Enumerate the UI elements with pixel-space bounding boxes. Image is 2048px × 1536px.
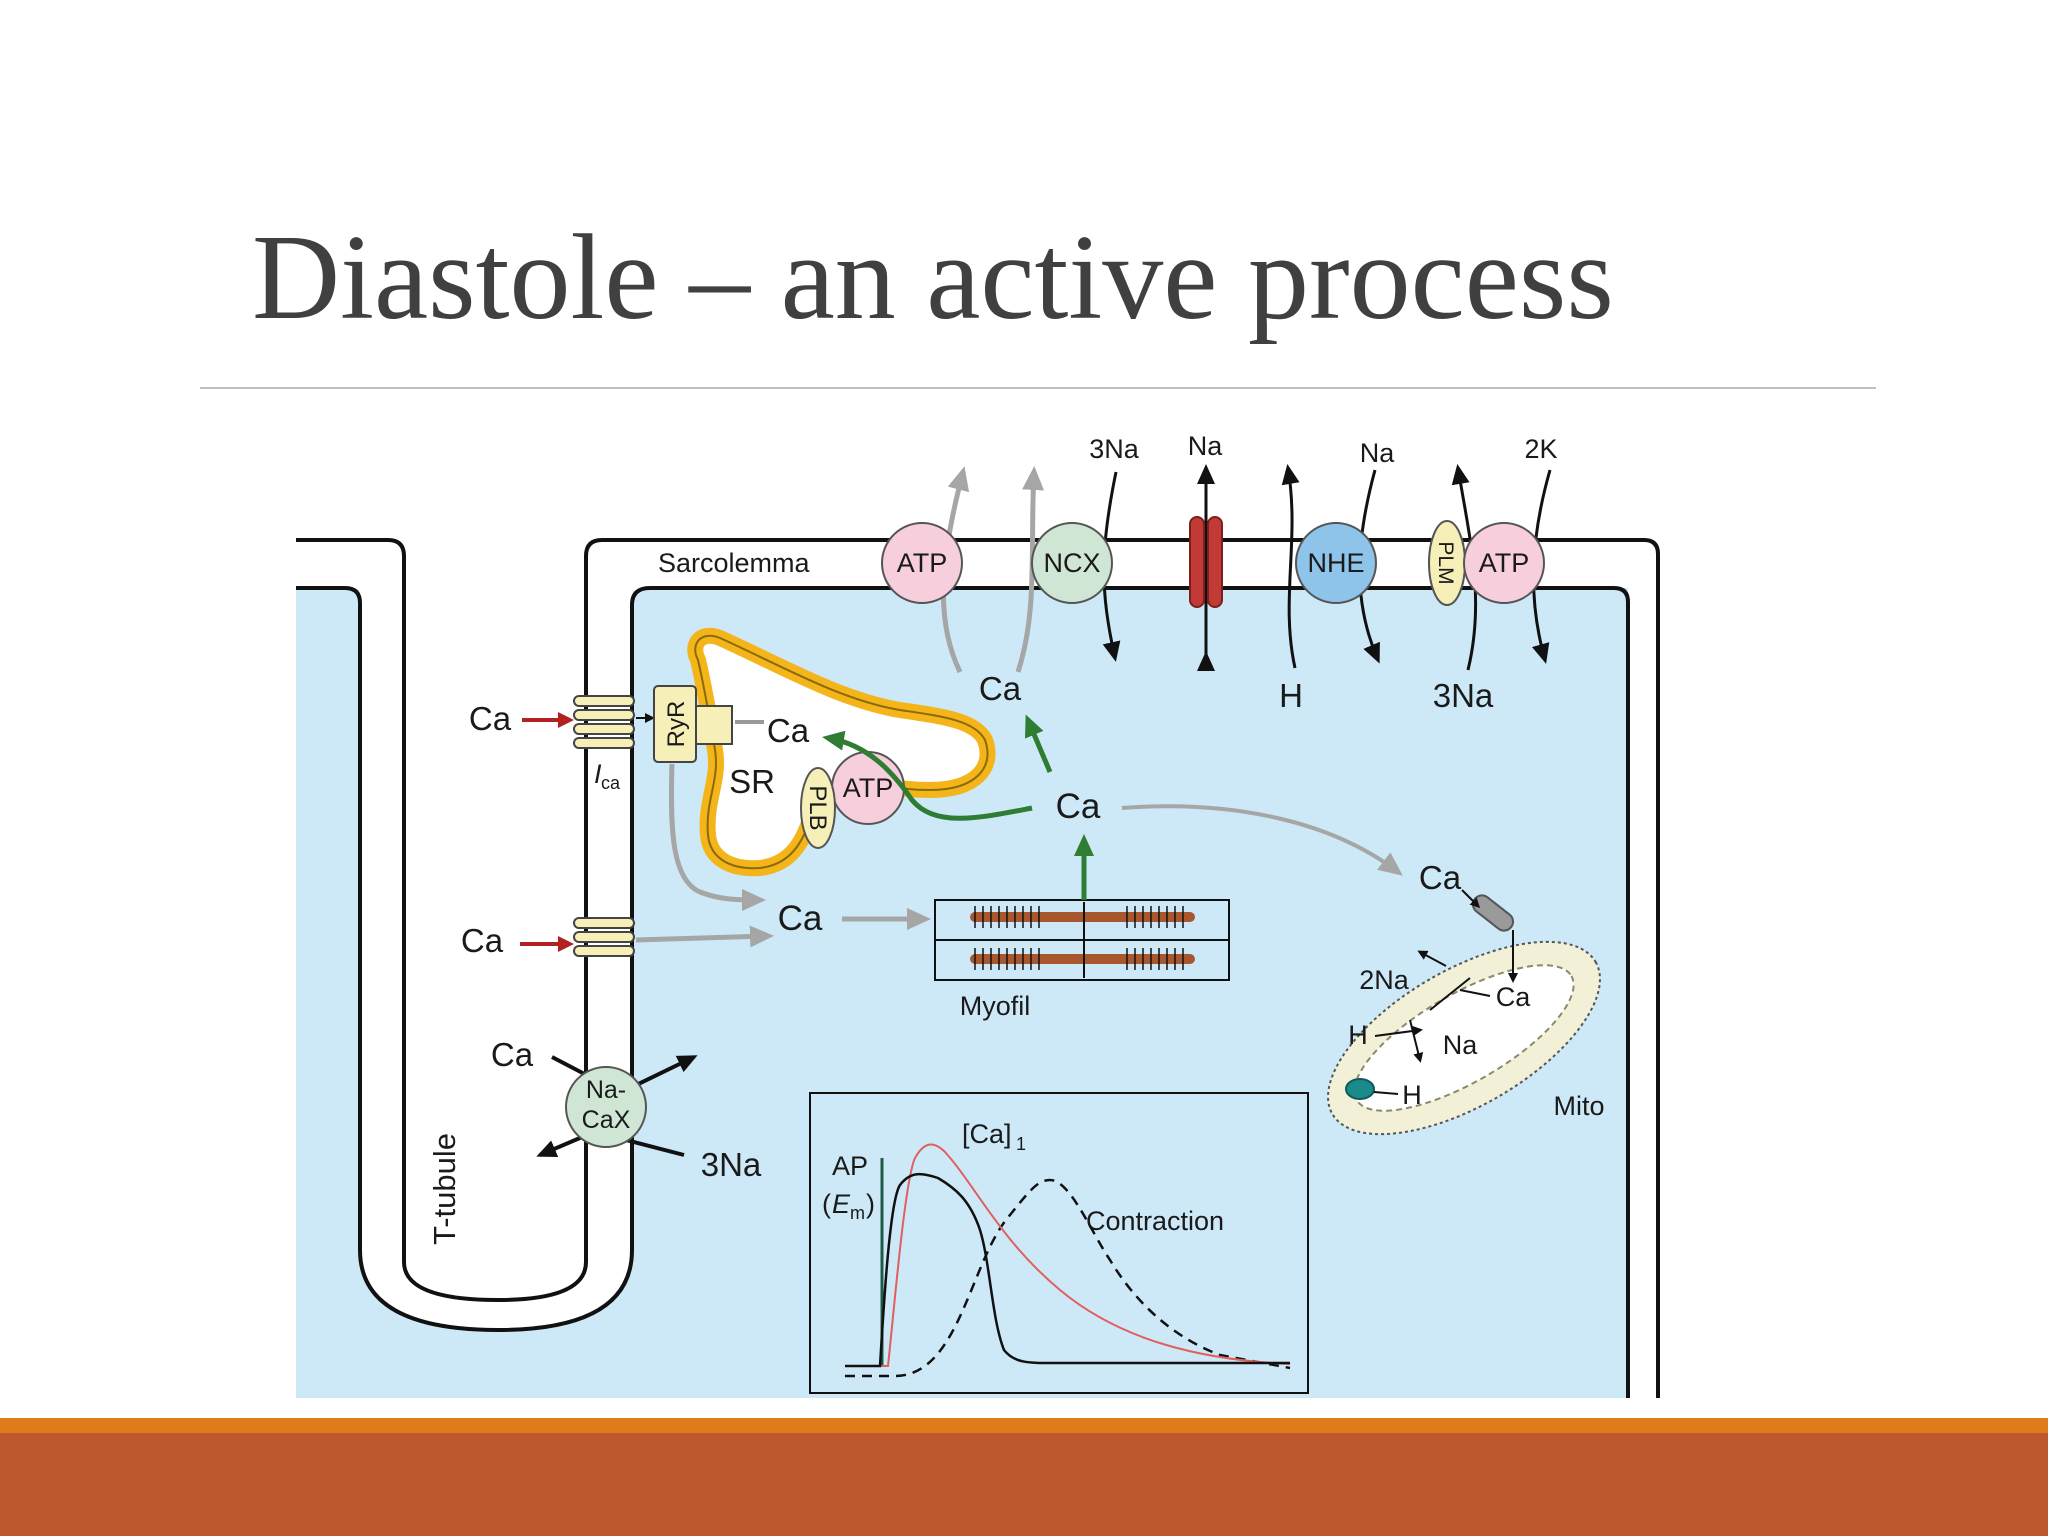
ion-label-ca: Ca: [979, 670, 1022, 707]
ion-label-2k: 2K: [1524, 434, 1557, 464]
mito-nca-arrow: [1417, 950, 1447, 967]
em-label: ( E m ): [822, 1189, 875, 1223]
serca-reuptake-arrow: [822, 730, 1033, 821]
mito-nhe-arrow-2: [1409, 1019, 1424, 1063]
ca-to-sarcolemma-arrow: [1025, 714, 1053, 773]
mito-nca-arrow-2: [1429, 977, 1471, 1011]
naca-na-in-line: [625, 1138, 685, 1157]
na-ca-exchanger: Na- CaX: [565, 1066, 647, 1148]
cytosolic-ca-label: Ca: [778, 899, 823, 938]
ca-transient-label: [Ca] 1: [962, 1119, 1026, 1154]
nhe-label: NHE: [1307, 548, 1364, 578]
ion-label-3na: 3Na: [1089, 434, 1140, 464]
cytosolic-ca-label: Ca: [1056, 787, 1101, 826]
ltcc-to-cytosol-arrow: [635, 925, 774, 948]
l-type-calcium-channel: [573, 917, 635, 957]
mito-2na-label: 2Na: [1359, 965, 1410, 995]
ica-subscript: ca: [601, 773, 621, 793]
ryr-release-arrow: [668, 763, 766, 911]
ncx-ca-efflux-arrow: [1015, 466, 1045, 673]
contraction-trace: [845, 1178, 1291, 1378]
em-open: (: [822, 1189, 831, 1219]
footer-band: [0, 1433, 2048, 1536]
plb-label: PLB: [804, 785, 831, 830]
mito-ca-label: Ca: [1419, 859, 1462, 896]
naca-3na-label: 3Na: [701, 1146, 762, 1183]
nhe-exchanger: NHE: [1295, 522, 1377, 604]
na-k-atpase: PLM ATP: [1428, 520, 1545, 606]
ap-trace: [845, 1172, 1290, 1368]
mito-ca-efflux-arrow: [1459, 989, 1491, 997]
ion-label-h: H: [1279, 677, 1303, 714]
extracellular-ca-label: Ca: [469, 700, 512, 737]
naca-ca-label: Ca: [491, 1036, 534, 1073]
ion-label-na: Na: [1360, 438, 1395, 468]
extracellular-ca-label: Ca: [461, 922, 504, 959]
plm-label: PLM: [1434, 541, 1457, 584]
ion-label-na: Na: [1188, 431, 1223, 461]
ion-label-3na: 3Na: [1433, 677, 1494, 714]
em-e: E: [832, 1189, 851, 1219]
ica-label: I: [594, 759, 602, 789]
ryanodine-receptor: RyR: [653, 685, 733, 763]
ica-current-label: I ca: [594, 759, 621, 793]
sarcolemma-inner-membrane: [296, 586, 1630, 1398]
ca-to-mitochondria-arrow: [1121, 804, 1403, 876]
ca-transient-trace: [880, 1143, 1291, 1367]
atp-label: ATP: [1479, 548, 1530, 578]
sodium-channel: [1189, 516, 1223, 608]
atp-label: ATP: [843, 773, 894, 803]
sarcolemma-label: Sarcolemma: [658, 548, 811, 578]
l-type-calcium-channel: [573, 695, 635, 749]
mito-proton-pump-line: [1373, 1091, 1399, 1095]
na-cax-line-1: Na-: [586, 1076, 626, 1104]
sr-ca-label: Ca: [767, 712, 810, 749]
myofilament: [934, 899, 1230, 981]
nhe-h-efflux-arrow: [1281, 464, 1300, 669]
sr-label: SR: [729, 763, 775, 800]
ryr-label: RyR: [663, 701, 690, 748]
title-divider: [200, 387, 1876, 389]
mito-na-label: Na: [1443, 1030, 1478, 1060]
mito-uniporter-arrow: [1461, 889, 1481, 909]
ca-label: [Ca]: [962, 1119, 1012, 1149]
footer-accent-stripe: [0, 1418, 2048, 1433]
slide-title: Diastole – an active process: [252, 210, 1614, 345]
em-sub: m: [850, 1203, 865, 1223]
mito-h-label: H: [1348, 1020, 1368, 1050]
na-cax-line-2: CaX: [582, 1106, 631, 1134]
ap-label: AP: [832, 1151, 868, 1181]
sarcolemma-membrane: [296, 538, 1660, 1398]
sarcolemmal-ca-atpase: ATP: [881, 522, 963, 604]
myofil-label: Myofil: [960, 991, 1031, 1021]
mito-ca-inner-label: Ca: [1496, 982, 1531, 1012]
mito-h-pump-label: H: [1402, 1080, 1422, 1110]
contraction-label: Contraction: [1086, 1206, 1224, 1236]
atp-label: ATP: [897, 548, 948, 578]
ncx-exchanger: NCX: [1031, 522, 1113, 604]
ncx-label: NCX: [1043, 548, 1100, 578]
ca-label-sub: 1: [1016, 1134, 1026, 1154]
t-tubule-label: T-tubule: [427, 1133, 462, 1245]
action-potential-inset: AP ( E m ) [Ca] 1 Contraction: [809, 1092, 1309, 1394]
em-close: ): [866, 1189, 875, 1219]
mito-label: Mito: [1553, 1091, 1604, 1121]
